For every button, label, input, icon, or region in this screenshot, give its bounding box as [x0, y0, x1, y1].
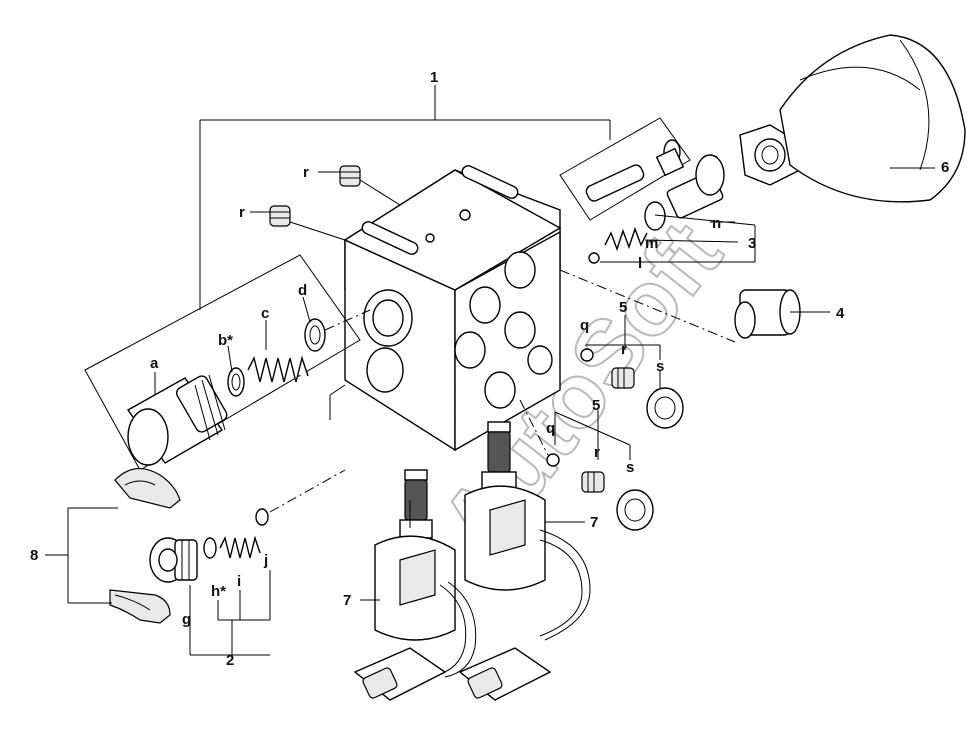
label-i: i	[237, 573, 241, 590]
axis-line-4	[559, 269, 736, 343]
leader-lines-misc	[154, 221, 735, 601]
label-2: 2	[226, 652, 234, 669]
label-j: j	[263, 552, 268, 569]
label-5-upper: 5	[619, 299, 627, 316]
spring-i	[219, 535, 261, 559]
label-h: h*	[211, 583, 226, 600]
plug-r-top-2	[250, 205, 346, 241]
label-l: l	[638, 255, 642, 272]
o-ring-b	[227, 367, 245, 397]
axis-line-2	[269, 469, 346, 513]
label-s-lower: s	[626, 459, 634, 476]
label-7-right: 7	[590, 514, 598, 531]
solenoid-valve-7-left	[329, 384, 477, 701]
plug-4	[734, 289, 830, 339]
fitting-n	[644, 154, 725, 231]
label-a: a	[150, 355, 159, 372]
label-s-upper: s	[656, 358, 664, 375]
label-r-upper: r	[621, 341, 627, 358]
leader-lines-group-2	[189, 570, 271, 656]
label-r-lower: r	[594, 444, 600, 461]
o-ring-h	[203, 537, 217, 559]
label-d: d	[298, 282, 307, 299]
relief-valve-assembly	[84, 254, 371, 471]
cartridge-assembly-n	[559, 117, 691, 221]
plug-r-top-1	[318, 165, 401, 206]
washer-d	[304, 318, 326, 352]
ball-l	[588, 252, 600, 264]
label-r-top-2: r	[239, 204, 245, 221]
label-4: 4	[836, 305, 845, 322]
label-b: b*	[218, 332, 233, 349]
label-m: m	[645, 235, 658, 252]
leader-lines-group-1	[199, 85, 611, 310]
label-7-left: 7	[343, 592, 351, 609]
label-q-lower: q	[546, 420, 555, 437]
relief-cap-a	[126, 374, 228, 466]
spring-m	[604, 226, 648, 252]
check-valve-5-lower	[546, 410, 654, 531]
label-5-lower: 5	[592, 397, 600, 414]
label-8: 8	[30, 547, 38, 564]
label-6: 6	[941, 159, 949, 176]
solenoid-valve-7-right	[458, 421, 591, 701]
leader-lines-group-8	[45, 507, 118, 604]
label-3: 3	[748, 235, 756, 252]
label-q-upper: q	[580, 317, 589, 334]
plug-g	[149, 537, 198, 583]
spring-c	[247, 355, 309, 383]
label-n: n	[712, 215, 721, 232]
label-g: g	[182, 611, 191, 628]
valve-block	[343, 165, 562, 452]
check-valve-5-upper	[580, 315, 684, 429]
dust-cap-8-bottom	[109, 589, 171, 624]
dust-cap-8-top	[114, 468, 181, 509]
label-c: c	[261, 305, 269, 322]
accumulator-6	[779, 34, 966, 203]
label-1: 1	[430, 69, 438, 86]
label-r-top-1: r	[303, 164, 309, 181]
leader-lines-group-3	[600, 214, 756, 263]
poppet-j	[255, 508, 269, 526]
